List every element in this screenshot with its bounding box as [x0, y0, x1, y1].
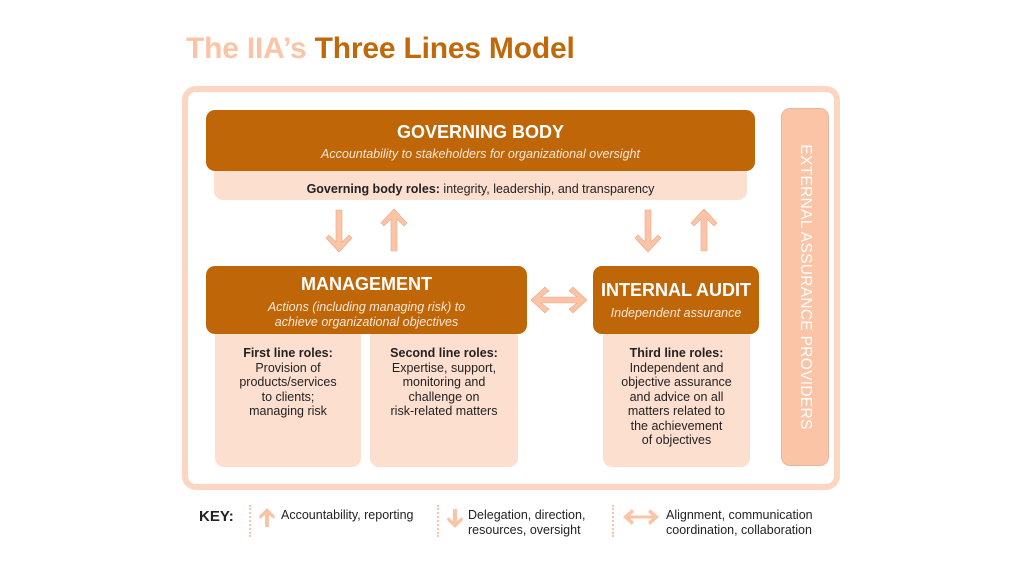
- governing-body-heading: GOVERNING BODY: [396, 122, 565, 142]
- third-line-text-2: objective assurance: [621, 375, 732, 389]
- second-line-label: Second line roles:: [390, 346, 498, 360]
- arrow-down-icon: [325, 209, 353, 253]
- arrow-up-icon: [690, 208, 718, 252]
- third-line-text-6: of objectives: [641, 433, 712, 447]
- second-line-text-3: challenge on: [408, 389, 480, 404]
- key-text: Alignment, communication: [666, 508, 813, 522]
- third-line-roles-box: Third line roles: Independent and object…: [603, 318, 750, 467]
- second-line-text-4: risk-related matters: [390, 404, 498, 418]
- internal-audit-subtitle: Independent assurance: [610, 306, 742, 320]
- third-line-text-3: and advice on all: [629, 389, 724, 404]
- internal-audit-heading: INTERNAL AUDIT: [601, 280, 751, 300]
- third-line-text-5: the achievement: [630, 418, 723, 433]
- key-item-alignment: Alignment, communication coordination, c…: [666, 508, 813, 538]
- governing-roles-text: integrity, leadership, and transparency: [439, 182, 655, 196]
- arrow-up-icon: [259, 508, 275, 527]
- organization-frame: [182, 86, 840, 490]
- key-text: resources, oversight: [468, 523, 581, 537]
- governing-roles-label: Governing body roles:: [306, 182, 440, 196]
- title-prefix: The IIA’s: [186, 32, 307, 65]
- key-separator: [437, 505, 439, 537]
- key-text: Accountability, reporting: [281, 508, 414, 522]
- key-text: Delegation, direction,: [468, 508, 586, 522]
- first-line-roles-box: First line roles: Provision of products/…: [215, 318, 361, 467]
- management-box: MANAGEMENT Actions (including managing r…: [206, 266, 527, 334]
- first-line-label: First line roles:: [243, 346, 333, 360]
- second-line-text-1: Expertise, support,: [391, 360, 497, 375]
- page-title: The IIA’s Three Lines Model: [186, 32, 575, 66]
- second-line-text-2: monitoring and: [402, 375, 486, 389]
- management-subtitle-2: achieve organizational objectives: [274, 315, 459, 329]
- first-line-text-3: to clients;: [261, 389, 315, 404]
- governing-body-subtitle: Accountability to stakeholders for organ…: [321, 147, 640, 161]
- arrow-up-icon: [380, 208, 408, 252]
- first-line-text-2: products/services: [239, 375, 337, 389]
- arrow-down-icon: [634, 209, 662, 253]
- arrow-both-icon: [530, 286, 588, 314]
- key-separator: [249, 505, 251, 537]
- key-item-delegation: Delegation, direction, resources, oversi…: [468, 508, 585, 538]
- first-line-text-4: managing risk: [249, 404, 327, 418]
- third-line-label: Third line roles:: [629, 346, 724, 360]
- third-line-text-4: matters related to: [627, 404, 726, 418]
- management-subtitle-1: Actions (including managing risk) to: [267, 300, 466, 314]
- arrow-down-icon: [447, 509, 463, 528]
- third-line-text-1: Independent and: [629, 360, 724, 375]
- internal-audit-box: INTERNAL AUDIT Independent assurance: [593, 266, 759, 334]
- key-label: KEY:: [199, 508, 234, 525]
- first-line-text-1: Provision of: [255, 360, 321, 375]
- governing-body-box: GOVERNING BODY Accountability to stakeho…: [206, 110, 755, 171]
- arrow-both-icon: [623, 509, 659, 525]
- title-main: Three Lines Model: [314, 32, 575, 65]
- key-separator: [612, 505, 614, 537]
- key-item-accountability: Accountability, reporting: [281, 508, 413, 523]
- external-assurance-bar: EXTERNAL ASSURANCE PROVIDERS: [781, 108, 829, 466]
- second-line-roles-box: Second line roles: Expertise, support, m…: [370, 318, 518, 467]
- management-heading: MANAGEMENT: [301, 274, 432, 294]
- key-text: coordination, collaboration: [666, 523, 812, 537]
